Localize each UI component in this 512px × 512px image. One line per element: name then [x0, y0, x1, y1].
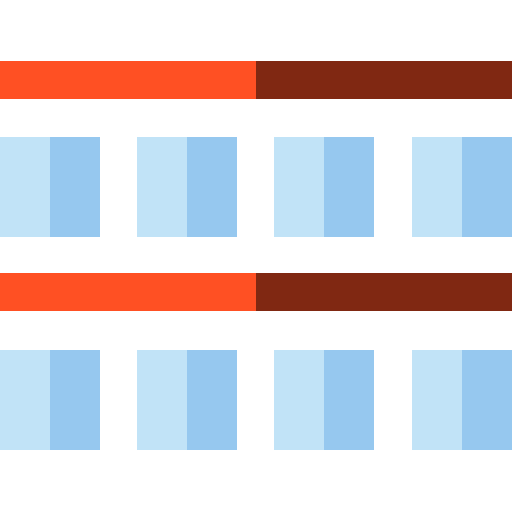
block-light-half: [137, 137, 187, 237]
block-blue-half: [324, 350, 374, 450]
bottom-block-2: [137, 350, 237, 450]
top-block-3: [274, 137, 374, 237]
block-light-half: [412, 350, 462, 450]
block-light-half: [137, 350, 187, 450]
top-stripe: [0, 61, 512, 99]
block-blue-half: [187, 350, 237, 450]
block-blue-half: [462, 350, 512, 450]
block-light-half: [412, 137, 462, 237]
bottom-stripe-brown-segment: [256, 273, 512, 311]
block-blue-half: [50, 137, 100, 237]
top-block-row: [0, 137, 512, 237]
bottom-block-3: [274, 350, 374, 450]
top-stripe-orange-segment: [0, 61, 256, 99]
bottom-stripe: [0, 273, 512, 311]
bottom-block-row: [0, 350, 512, 450]
block-blue-half: [462, 137, 512, 237]
block-light-half: [0, 137, 50, 237]
top-block-4: [412, 137, 512, 237]
block-blue-half: [50, 350, 100, 450]
bottom-stripe-orange-segment: [0, 273, 256, 311]
top-stripe-brown-segment: [256, 61, 512, 99]
block-blue-half: [187, 137, 237, 237]
top-block-2: [137, 137, 237, 237]
bottom-block-1: [0, 350, 100, 450]
block-light-half: [274, 137, 324, 237]
bottom-block-4: [412, 350, 512, 450]
block-light-half: [0, 350, 50, 450]
block-blue-half: [324, 137, 374, 237]
block-light-half: [274, 350, 324, 450]
top-block-1: [0, 137, 100, 237]
